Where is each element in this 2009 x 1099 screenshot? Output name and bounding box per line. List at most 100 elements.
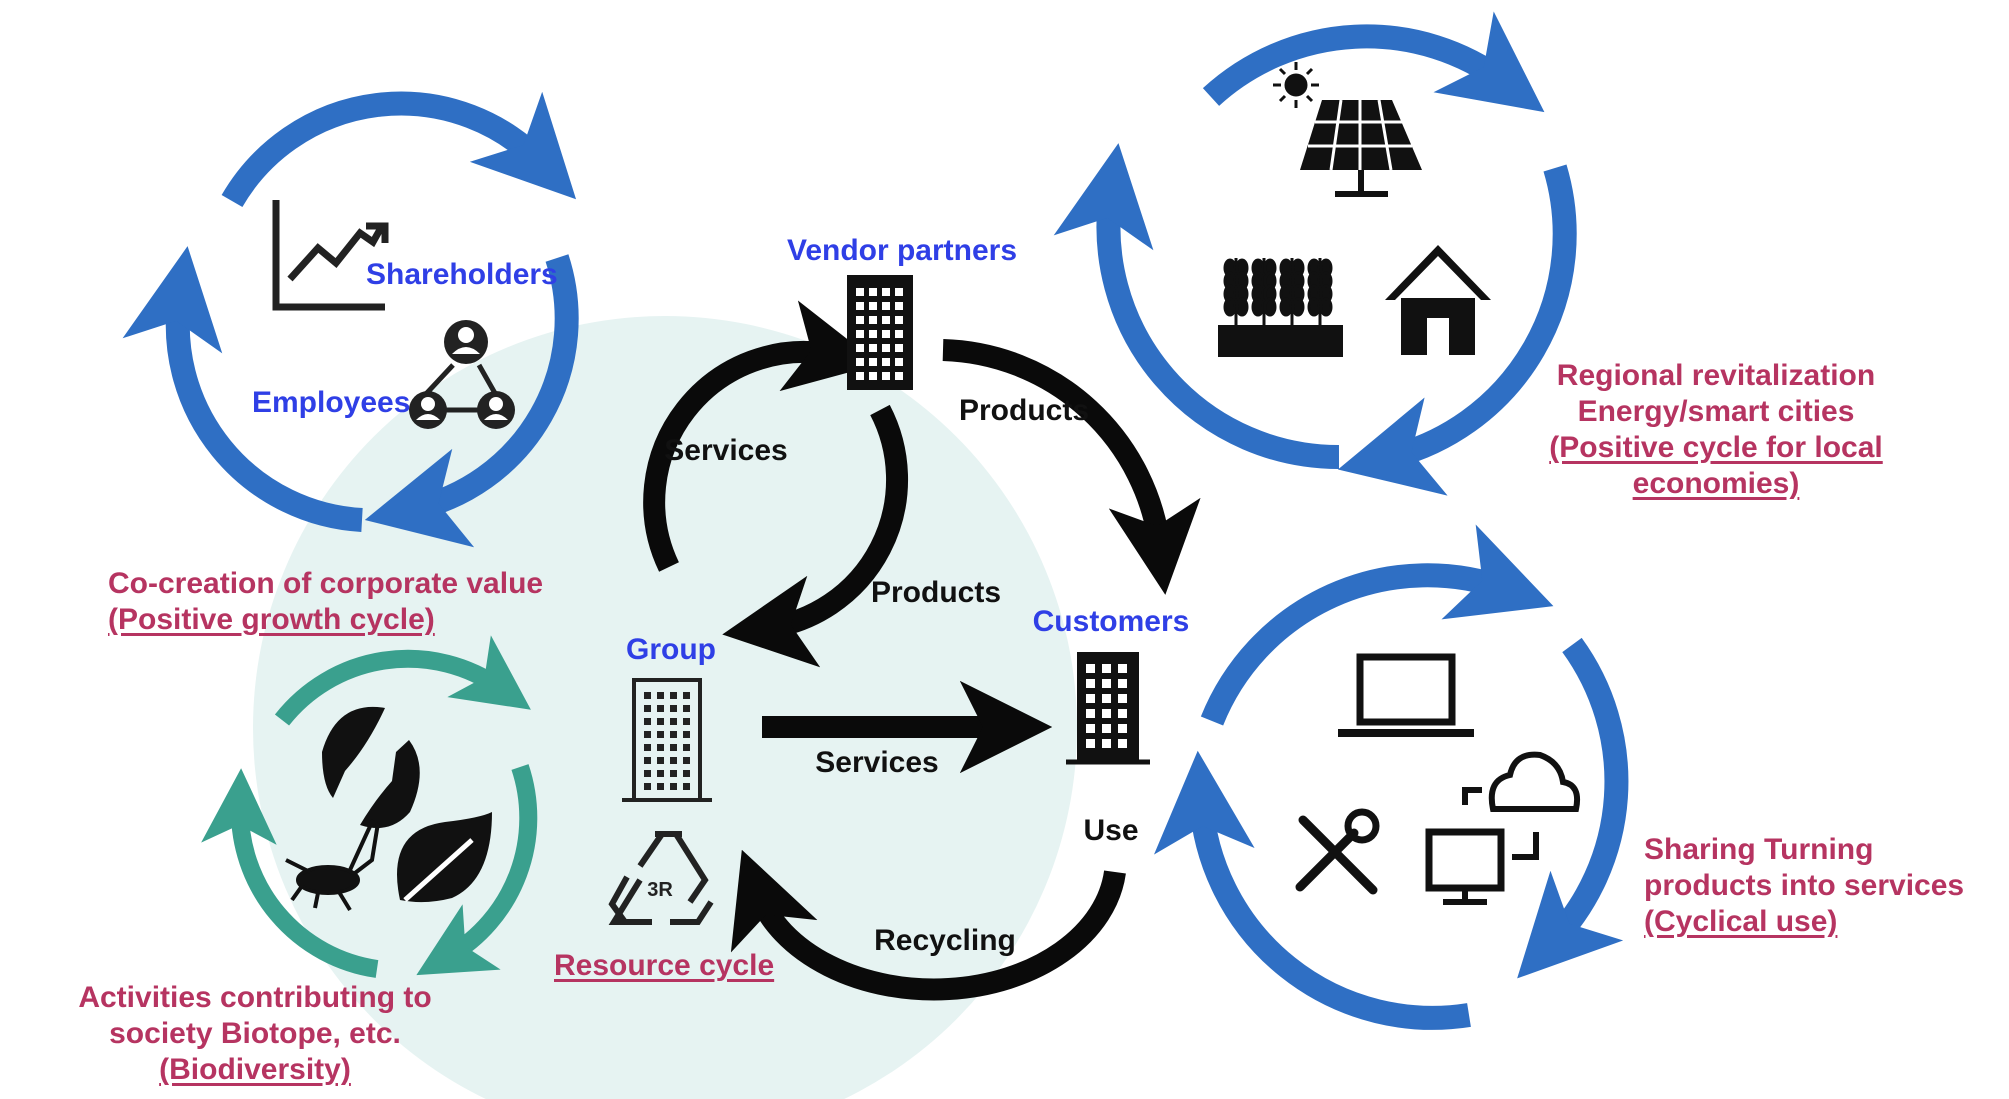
leaf-icon <box>397 812 492 903</box>
building-window <box>882 344 890 352</box>
crop-grain <box>1319 297 1333 317</box>
building-window <box>1102 694 1111 703</box>
building-window <box>1118 694 1127 703</box>
building-window <box>895 288 903 296</box>
cloud-computer-icon <box>1425 751 1581 905</box>
building-window <box>1086 694 1095 703</box>
biodiversity-cycle-line2: society Biotope, etc. <box>109 1017 401 1050</box>
building-window <box>856 288 864 296</box>
building-window <box>657 731 664 738</box>
regional-cycle-title: Regional revitalization Energy/smart cit… <box>1549 358 1882 502</box>
building-window <box>644 783 651 790</box>
building-window <box>895 344 903 352</box>
building-window <box>869 358 877 366</box>
customers-label: Customers <box>1032 605 1190 638</box>
building-window <box>882 302 890 310</box>
building-window <box>657 718 664 725</box>
building-window <box>856 358 864 366</box>
solar-panel-icon <box>1300 99 1422 197</box>
building-window <box>644 744 651 751</box>
group-label: Group <box>626 633 716 666</box>
biodiversity-cycle-line3: (Biodiversity) <box>159 1053 351 1086</box>
sharing-cycle-line1: Sharing Turning <box>1644 833 1874 866</box>
building-window <box>1102 724 1111 733</box>
tools-icon <box>1295 808 1380 895</box>
arrow-vendor-products-to-group <box>722 404 909 668</box>
regional-cycle-line2: Energy/smart cities <box>1577 395 1855 428</box>
building-window <box>882 372 890 380</box>
building-window <box>1086 709 1095 718</box>
building-window <box>644 770 651 777</box>
biodiversity-cycle-title: Activities contributing to society Bioto… <box>78 980 431 1088</box>
fish-icon <box>322 706 420 829</box>
building-window <box>856 330 864 338</box>
building-window <box>644 731 651 738</box>
building-window <box>657 770 664 777</box>
biodiversity-cycle <box>201 635 538 978</box>
building-window <box>683 705 690 712</box>
building-window <box>670 705 677 712</box>
building-window <box>644 705 651 712</box>
building-window <box>869 302 877 310</box>
arrow-recycling <box>731 849 1126 1001</box>
recycle-3r-icon <box>608 831 714 925</box>
building-window <box>1118 739 1127 748</box>
laptop-icon <box>1338 653 1474 737</box>
building-window <box>657 744 664 751</box>
building-window <box>683 744 690 751</box>
employees-label: Employees <box>252 386 411 419</box>
people-network-icon <box>409 320 515 429</box>
vendor-building-icon <box>847 275 913 390</box>
sharing-cycle-line3: (Cyclical use) <box>1644 905 1838 938</box>
building-window <box>670 718 677 725</box>
flow-arrows <box>643 300 1201 1001</box>
corporate-cycle-line1: Co-creation of corporate value <box>108 567 544 600</box>
crop-grain <box>1251 297 1265 317</box>
biodiversity-cycle-line1: Activities contributing to <box>78 981 432 1014</box>
building-window <box>856 372 864 380</box>
building-window <box>657 757 664 764</box>
building-window <box>1086 664 1095 673</box>
recycling-label: Recycling <box>874 924 1016 957</box>
building-window <box>895 330 903 338</box>
products-group-label: Products <box>870 576 1002 609</box>
building-window <box>856 302 864 310</box>
chart-icon <box>272 200 389 311</box>
sharing-cycle <box>1154 524 1629 1030</box>
sharing-cycle-title: Sharing Turning products into services (… <box>1644 832 1964 940</box>
house-icon <box>1385 245 1491 355</box>
corporate-cycle-line2: (Positive growth cycle) <box>108 603 435 636</box>
building-window <box>1118 679 1127 688</box>
sharing-cycle-line2: products into services <box>1644 869 1965 902</box>
building-window <box>1102 709 1111 718</box>
building-window <box>856 344 864 352</box>
services-customer-label: Services <box>815 746 939 779</box>
building-window <box>869 288 877 296</box>
building-window <box>1086 724 1095 733</box>
building-window <box>895 302 903 310</box>
building-window <box>1086 739 1095 748</box>
building-window <box>644 692 651 699</box>
building-window <box>670 757 677 764</box>
crop-grain <box>1235 297 1249 317</box>
building-window <box>1118 709 1127 718</box>
building-window <box>670 731 677 738</box>
building-window <box>895 316 903 324</box>
building-window <box>882 330 890 338</box>
building-window <box>869 372 877 380</box>
cricket-icon <box>285 819 380 912</box>
building-window <box>670 692 677 699</box>
crop-grain <box>1263 297 1277 317</box>
building-window <box>882 358 890 366</box>
building-window <box>670 770 677 777</box>
building-window <box>1102 664 1111 673</box>
building-window <box>1118 664 1127 673</box>
building-window <box>869 316 877 324</box>
vendor-partners-label: Vendor partners <box>786 234 1018 267</box>
building-window <box>644 757 651 764</box>
building-window <box>683 783 690 790</box>
building-window <box>1102 679 1111 688</box>
building-window <box>644 718 651 725</box>
shareholders-label: Shareholders <box>366 258 558 291</box>
